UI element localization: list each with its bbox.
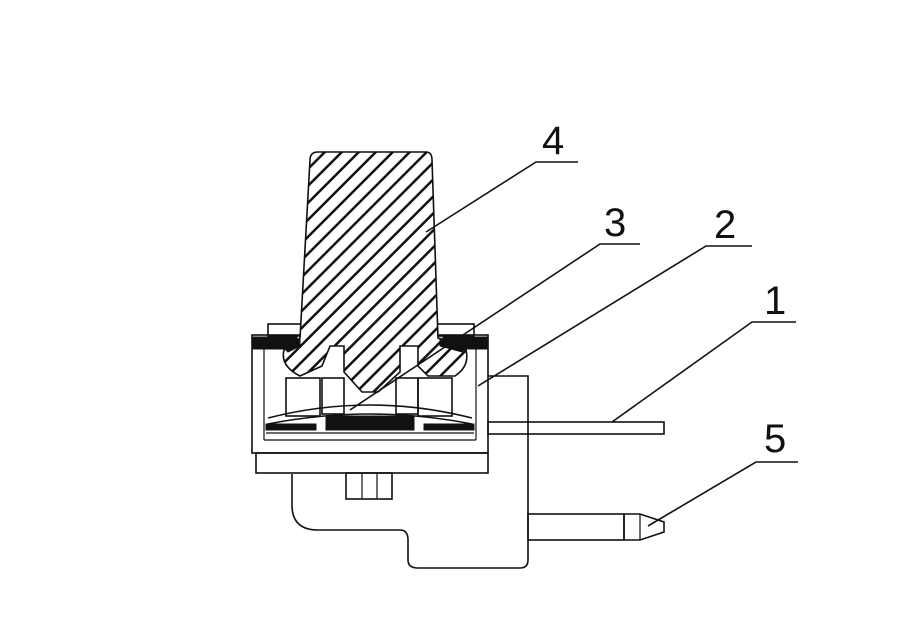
- terminal-pin: [527, 513, 625, 541]
- knob-collar-right: [439, 337, 467, 353]
- callout-2: 2: [714, 203, 736, 247]
- leader-line-2: [477, 245, 752, 387]
- knob-collar-left: [283, 337, 301, 353]
- contact-base-right: [423, 423, 475, 431]
- leader-line-5: [647, 461, 798, 527]
- base-plate: [255, 452, 489, 474]
- diaphragm-disc-lower: [267, 413, 473, 425]
- callout-5: 5: [764, 417, 786, 461]
- terminal-pin-tip: [623, 513, 665, 541]
- leader-line-1: [611, 321, 796, 423]
- terminal-plate: [487, 421, 665, 435]
- inner-post-center-right: [395, 377, 419, 415]
- callout-4: 4: [542, 119, 564, 163]
- inner-post-center-left: [321, 377, 345, 415]
- bottom-stem: [345, 472, 393, 500]
- leader-line-3: [349, 243, 640, 411]
- leader-line-4: [425, 161, 578, 233]
- bottom-bracket: [291, 375, 529, 569]
- diaphragm-disc: [267, 404, 473, 419]
- callout-1: 1: [764, 279, 786, 323]
- inner-post-left: [285, 377, 321, 417]
- contact-base-left: [265, 423, 317, 431]
- contact-block: [325, 415, 415, 431]
- knob: [282, 151, 468, 393]
- callout-3: 3: [604, 201, 626, 245]
